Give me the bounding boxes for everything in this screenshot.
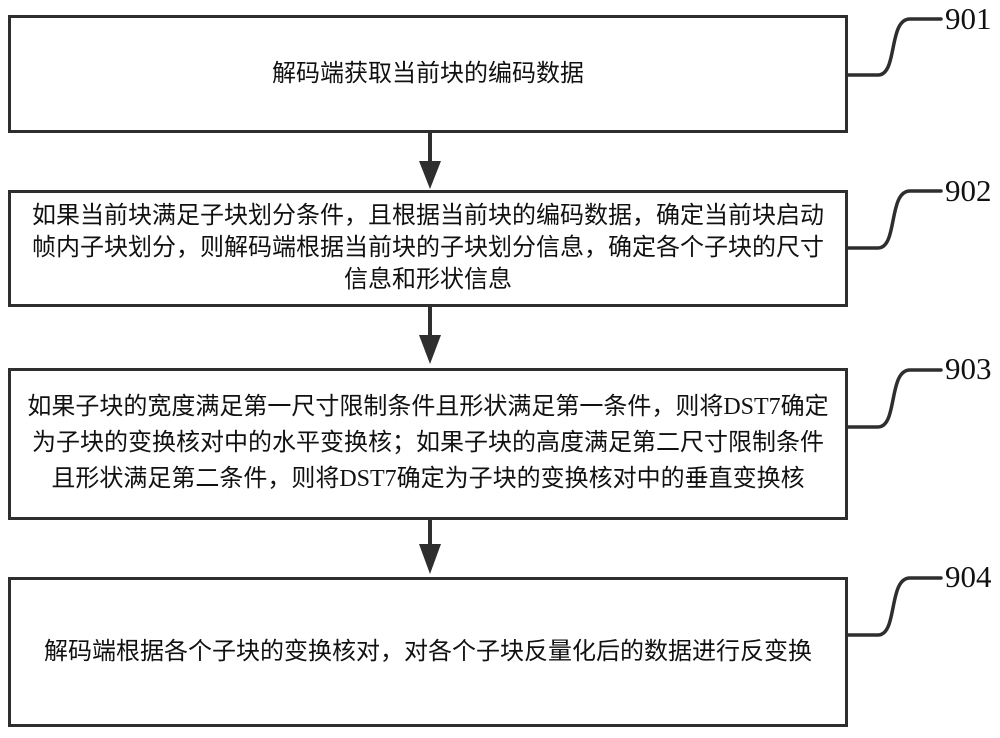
step-box-901: 解码端获取当前块的编码数据 [8, 15, 848, 133]
ref-label-902: 902 [945, 173, 992, 208]
leader-line-903 [846, 368, 943, 429]
step-903-text-line3: 且形状满足第二条件，则将DST7确定为子块的变换核对中的垂直变换核 [51, 466, 805, 492]
leader-line-902 [846, 189, 943, 250]
leader-line-901 [846, 17, 943, 77]
step-box-902: 如果当前块满足子块划分条件，且根据当前块的编码数据，确定当前块启动 帧内子块划分… [8, 190, 848, 307]
step-box-904: 解码端根据各个子块的变换核对，对各个子块反量化后的数据进行反变换 [8, 577, 848, 727]
step-902-text-line2: 帧内子块划分，则解码端根据当前块的子块划分信息，确定各个子块的尺寸 [32, 235, 824, 261]
step-901-text: 解码端获取当前块的编码数据 [272, 61, 584, 87]
step-902-text-line3: 信息和形状信息 [344, 267, 512, 293]
ref-label-901: 901 [945, 1, 992, 36]
step-902-text-line1: 如果当前块满足子块划分条件，且根据当前块的编码数据，确定当前块启动 [32, 203, 824, 229]
step-904-text: 解码端根据各个子块的变换核对，对各个子块反量化后的数据进行反变换 [44, 639, 812, 665]
step-903-text-line1: 如果子块的宽度满足第一尺寸限制条件且形状满足第一条件，则将DST7确定 [27, 394, 829, 420]
step-box-903: 如果子块的宽度满足第一尺寸限制条件且形状满足第一条件，则将DST7确定 为子块的… [8, 368, 848, 520]
leader-line-904 [846, 576, 943, 637]
ref-label-903: 903 [945, 351, 992, 386]
arrow-head-3 [419, 544, 441, 574]
step-903-text-line2: 为子块的变换核对中的水平变换核；如果子块的高度满足第二尺寸限制条件 [32, 430, 824, 456]
ref-label-904: 904 [945, 559, 992, 594]
arrow-head-2 [419, 335, 441, 364]
arrow-head-1 [419, 161, 441, 189]
